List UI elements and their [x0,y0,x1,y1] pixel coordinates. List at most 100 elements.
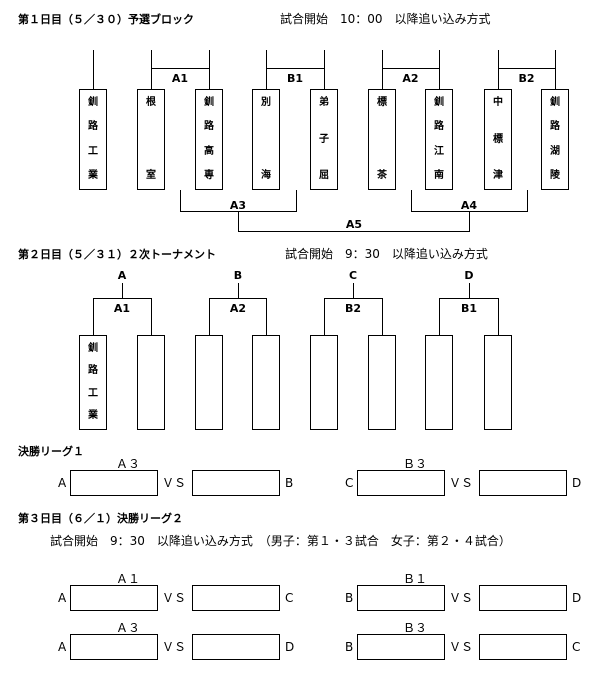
group-label: A3 [229,199,247,212]
team-name-char: 屈 [319,170,329,181]
team-box-6: 釧路江南 [425,89,453,190]
team-box-4: 弟子屈 [310,89,338,190]
team-slot-a: A [58,476,67,490]
team-name-char: 海 [261,170,271,181]
seed-label: D [464,269,474,282]
group-label: A4 [460,199,478,212]
bracket-line [439,298,499,299]
team-name-char: 陵 [550,169,560,181]
team-name-char: 専 [204,169,214,181]
score-box [357,634,445,660]
bracket-line [498,68,556,69]
score-box [357,585,445,611]
team-name-char: 工 [88,145,98,157]
vs-label: ＶＳ [449,591,474,605]
team-slot-b: C [572,640,581,654]
score-box [479,634,567,660]
bracket-line [353,283,354,299]
bracket-line [209,298,267,299]
group-label: B1 [460,302,478,315]
bracket-line [238,231,470,232]
team-slot-b: B [285,476,294,490]
group-label: A2 [402,72,419,85]
team-box-1: 根室 [137,89,165,190]
team-box [195,335,223,430]
match-pair-label: Ａ１ [116,572,141,586]
bracket-line [266,50,267,89]
bracket-line [180,190,181,212]
bracket-line [151,298,152,335]
team-box [310,335,338,430]
team-name-char: 子 [319,133,329,145]
team-name-char: 路 [88,121,98,133]
day2-heading: 第２日目（５／３１）２次トーナメント [18,248,216,261]
team-name-char: 江 [434,145,444,157]
bracket-line [469,283,470,299]
team-name-char: 別 [261,97,271,108]
day3-heading: 第３日目（６／１）決勝リーグ２ [18,512,183,525]
bracket-line [238,283,239,299]
score-box [479,585,567,611]
match-pair-label: Ａ３ [116,621,141,635]
bracket-line [382,68,440,69]
vs-label: ＶＳ [162,476,187,490]
day3-start-time: 試合開始 9：30 以降追い込み方式 （男子：第１・３試合 女子：第２・４試合） [50,534,511,548]
team-name-char: 釧 [88,343,98,354]
bracket-line [209,298,210,335]
team-name-char: 業 [88,409,98,421]
bracket-line [439,298,440,335]
team-box [137,335,165,430]
bracket-line [238,211,239,232]
team-name-char: 南 [434,169,444,181]
team-slot-a: C [345,476,354,490]
bracket-line [411,190,412,212]
score-box [70,634,158,660]
vs-label: ＶＳ [162,591,187,605]
vs-label: ＶＳ [449,476,474,490]
vs-label: ＶＳ [449,640,474,654]
team-name-char: 路 [88,365,98,377]
bracket-line [209,50,210,89]
team-name-char: 茶 [377,170,387,181]
team-slot-a: B [345,591,354,605]
seed-label: C [348,269,358,282]
team-box-8: 釧路湖陵 [541,89,569,190]
team-name-char: 湖 [550,145,560,157]
team-slot-b: C [285,591,294,605]
bracket-line [151,68,210,69]
bracket-line [527,190,528,212]
team-slot-a: A [58,640,67,654]
group-label: A1 [171,72,189,85]
group-label: A2 [229,302,247,315]
team-box-2: 釧路高専 [195,89,223,190]
score-box [70,585,158,611]
team-name-char: 路 [550,121,560,133]
bracket-line [296,190,297,212]
bracket-line [93,50,94,89]
team-box-5: 標茶 [368,89,396,190]
team-slot-a: B [345,640,354,654]
score-box [70,470,158,496]
team-name-char: 路 [434,121,444,133]
day1-heading: 第１日目（５／３０）予選ブロック [18,13,194,26]
team-name-char: 高 [204,145,214,157]
bracket-line [382,50,383,89]
team-name-char: 工 [88,387,98,399]
bracket-line [151,50,152,89]
team-name-char: 標 [493,133,503,145]
team-slot-b: D [572,476,582,490]
bracket-line [324,50,325,89]
team-name-char: 釧 [204,97,214,108]
team-name-char: 室 [146,170,156,181]
team-box [368,335,396,430]
seed-label: B [233,269,243,282]
bracket-line [266,68,325,69]
group-label: A1 [113,302,131,315]
team-box-7: 中標津 [484,89,512,190]
team-box-3: 別海 [252,89,280,190]
team-name-char: 弟 [319,97,329,108]
bracket-line [382,298,383,335]
bracket-line [498,298,499,335]
score-box [192,585,280,611]
vs-label: ＶＳ [162,640,187,654]
